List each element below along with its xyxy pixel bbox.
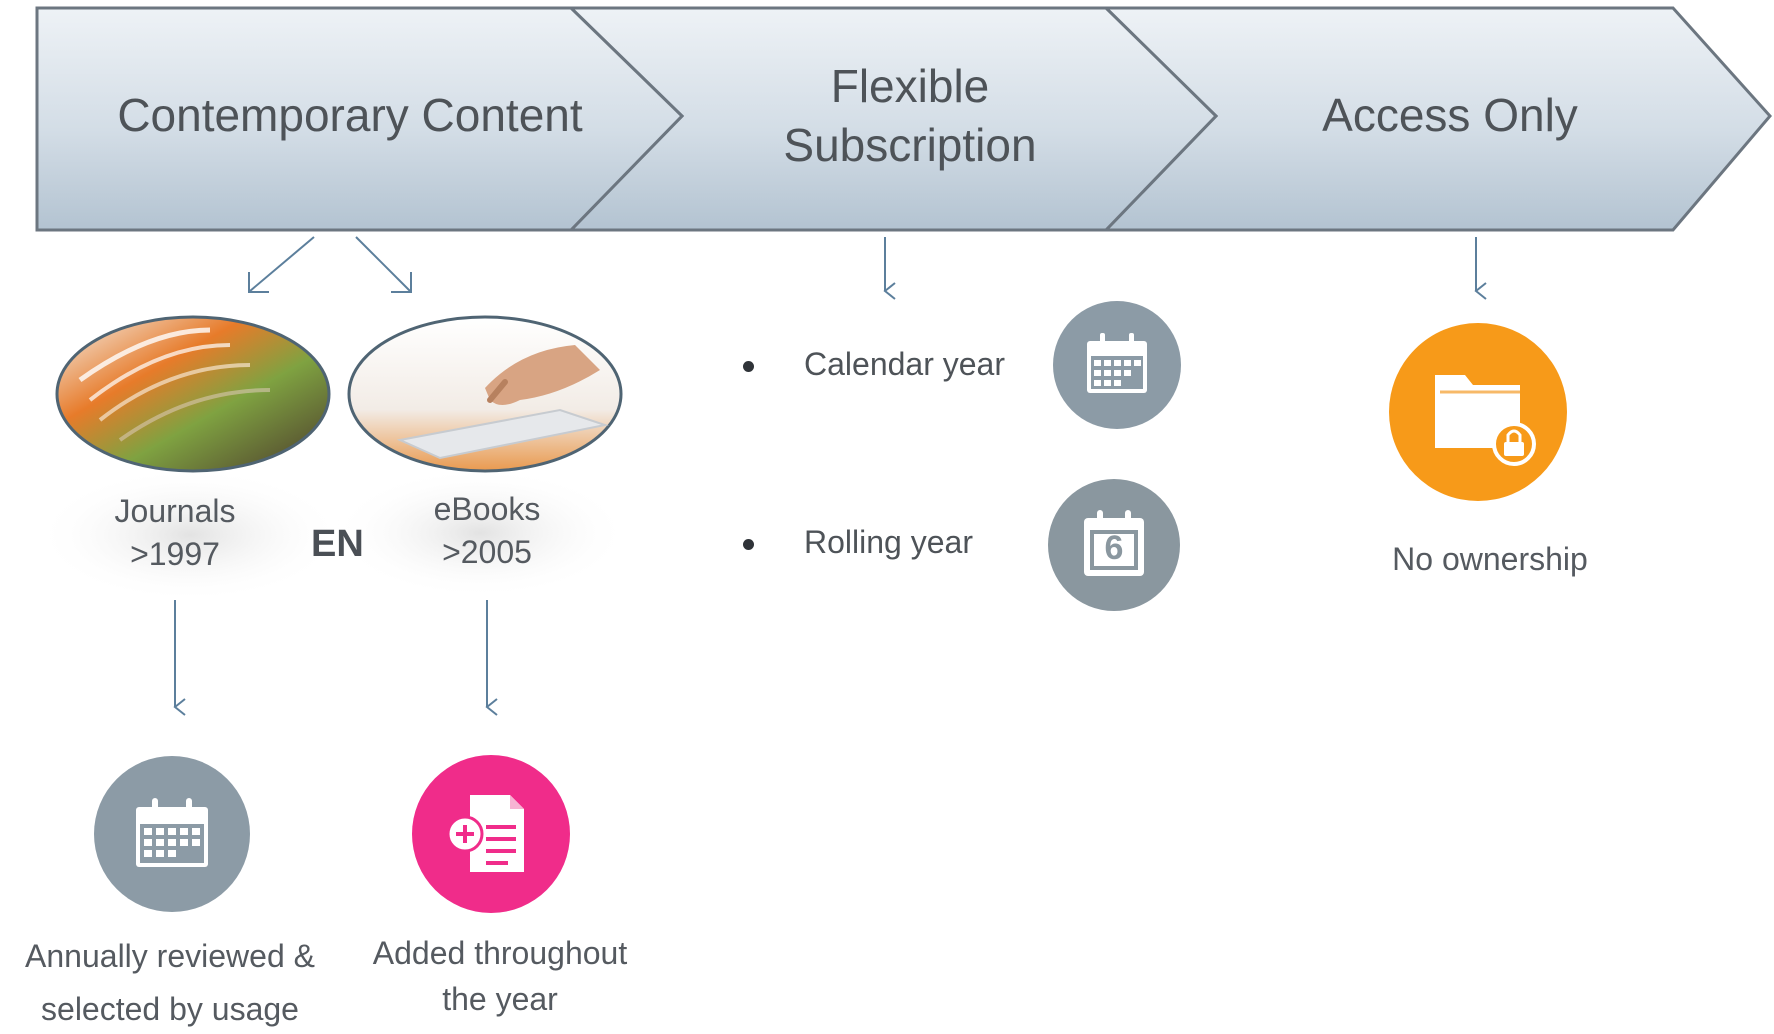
- ebooks-since: >2005: [442, 534, 532, 570]
- chevron-label-flexible-subscription: Flexible Subscription: [690, 57, 1130, 175]
- option-label: Rolling year: [804, 524, 973, 560]
- arrow-to-ebooks: [355, 236, 411, 292]
- ebooks-description-line2: the year: [442, 981, 558, 1017]
- subscription-option-calendar-year: Calendar year: [743, 346, 1005, 383]
- chevron-label-access-only: Access Only: [1322, 89, 1578, 141]
- chevron-label-flexible-line2: Subscription: [783, 119, 1037, 171]
- ebooks-description-line1: Added throughout: [372, 935, 628, 971]
- ebooks-image: [347, 315, 623, 473]
- bullet: [743, 361, 754, 373]
- journals-glow: [35, 467, 345, 603]
- calendar-year-icon: [1053, 301, 1181, 429]
- journals-since: >1997: [130, 536, 220, 572]
- calendar-icon: [94, 756, 250, 912]
- arrow-to-journals: [249, 236, 315, 292]
- bullet: [743, 539, 754, 551]
- journals-description-line1: Annually reviewed &: [25, 938, 315, 974]
- journals-description: Annually reviewed & selected by usage: [0, 928, 340, 1034]
- chevron-label-contemporary-content: Contemporary Content: [117, 89, 583, 141]
- locked-folder-icon: [1389, 323, 1567, 501]
- option-label: Calendar year: [804, 346, 1005, 382]
- ebooks-title: eBooks: [433, 491, 541, 527]
- chevron-label-flexible-line1: Flexible: [830, 60, 990, 112]
- chevron-banner: [35, 6, 1772, 232]
- access-label: No ownership: [1392, 541, 1588, 577]
- journals-title: Journals: [114, 493, 236, 529]
- add-document-icon: [412, 755, 570, 913]
- ebooks-glow: [330, 467, 630, 599]
- journals-image: [55, 315, 331, 473]
- journals-description-line2: selected by usage: [41, 991, 299, 1027]
- and-joiner: EN: [311, 523, 364, 565]
- calendar-day-icon: [1048, 479, 1180, 611]
- subscription-option-rolling-year: Rolling year: [743, 524, 973, 561]
- journals-label: Journals >1997: [75, 490, 275, 576]
- ebooks-description: Added throughout the year: [340, 930, 660, 1022]
- chevron-contemporary-content: [35, 6, 685, 232]
- calendar-day-number: 6: [1104, 529, 1124, 567]
- connector-arrows: [173, 236, 1487, 716]
- ebooks-label: eBooks >2005: [387, 488, 587, 574]
